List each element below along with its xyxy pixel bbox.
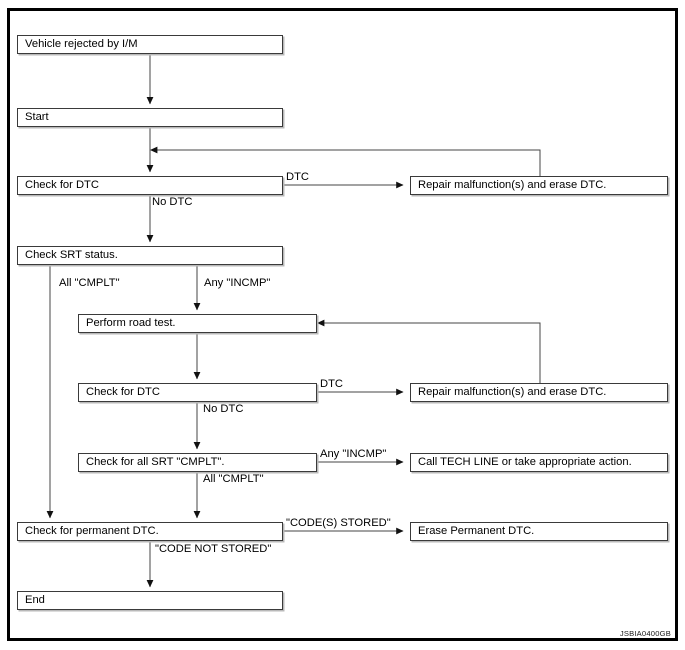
figure-border xyxy=(7,8,678,641)
node-erase-permanent-dtc: Erase Permanent DTC. xyxy=(410,522,668,541)
node-call-tech-line: Call TECH LINE or take appropriate actio… xyxy=(410,453,668,472)
figure-id-label: JSBIA0400GB xyxy=(619,629,671,638)
node-check-srt-status: Check SRT status. xyxy=(17,246,283,265)
edge-label-code-not-stored: "CODE NOT STORED" xyxy=(155,543,272,555)
edge-repair2-feedback xyxy=(316,319,541,383)
node-check-for-dtc-2: Check for DTC xyxy=(78,383,317,402)
edge-label-no-dtc-2: No DTC xyxy=(203,403,244,415)
node-repair-malfunctions-2: Repair malfunction(s) and erase DTC. xyxy=(410,383,668,402)
node-start: Start xyxy=(17,108,283,127)
node-end: End xyxy=(17,591,283,610)
edge-label-codes-stored: "CODE(S) STORED" xyxy=(286,517,391,529)
node-vehicle-rejected: Vehicle rejected by I/M xyxy=(17,35,283,54)
node-check-for-permanent-dtc: Check for permanent DTC. xyxy=(17,522,283,541)
edge-label-dtc-1: DTC xyxy=(286,171,309,183)
edge-label-all-cmplt-2: All "CMPLT" xyxy=(203,473,264,485)
edge-label-dtc-2: DTC xyxy=(320,378,343,390)
node-perform-road-test: Perform road test. xyxy=(78,314,317,333)
edge-label-any-incmp-2: Any "INCMP" xyxy=(320,448,387,460)
edge-repair1-feedback xyxy=(149,146,541,176)
edge-label-all-cmplt-1: All "CMPLT" xyxy=(59,277,120,289)
node-repair-malfunctions-1: Repair malfunction(s) and erase DTC. xyxy=(410,176,668,195)
edge-label-any-incmp-1: Any "INCMP" xyxy=(204,277,271,289)
node-check-for-all-srt-cmplt: Check for all SRT "CMPLT". xyxy=(78,453,317,472)
edge-label-no-dtc-1: No DTC xyxy=(152,196,193,208)
node-check-for-dtc-1: Check for DTC xyxy=(17,176,283,195)
